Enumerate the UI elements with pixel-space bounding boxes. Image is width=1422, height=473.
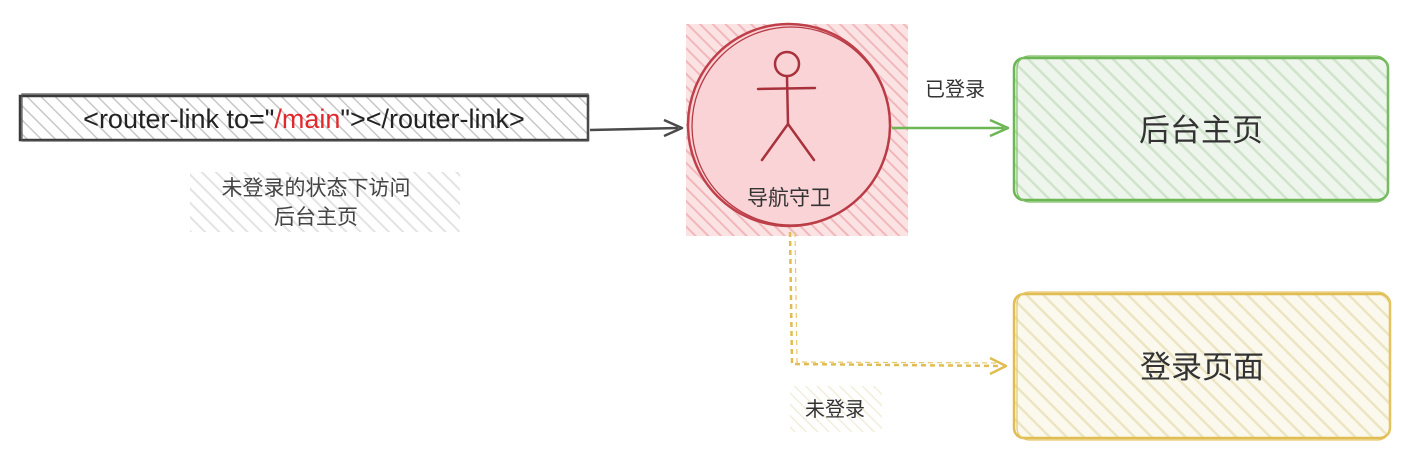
login-page-node: 登录页面 — [1012, 291, 1392, 441]
edge-not-logged-in: 未登录 — [788, 231, 1008, 432]
router-link-code: <router-link to="/main"></router-link> — [83, 104, 525, 134]
navigation-guard-node: 导航守卫 — [686, 22, 908, 236]
admin-home-label: 后台主页 — [1139, 113, 1263, 149]
stick-figure-icon — [756, 50, 817, 162]
router-link-box: <router-link to="/main"></router-link> — [18, 93, 590, 142]
arrow-to-guard — [589, 118, 684, 138]
code-prefix: <router-link to=" — [83, 104, 274, 134]
login-page-label: 登录页面 — [1140, 350, 1264, 386]
note-line-2: 后台主页 — [274, 205, 358, 229]
source-note: 未登录的状态下访问 后台主页 — [190, 172, 460, 232]
admin-home-node: 后台主页 — [1012, 55, 1390, 203]
edge-label-not-logged-in: 未登录 — [805, 397, 865, 421]
code-path: /main — [274, 104, 340, 134]
edge-label-logged-in: 已登录 — [925, 77, 985, 101]
note-line-1: 未登录的状态下访问 — [222, 176, 411, 200]
code-suffix: "></router-link> — [340, 104, 524, 134]
edge-logged-in: 已登录 — [892, 77, 1010, 138]
guard-label: 导航守卫 — [747, 186, 831, 210]
